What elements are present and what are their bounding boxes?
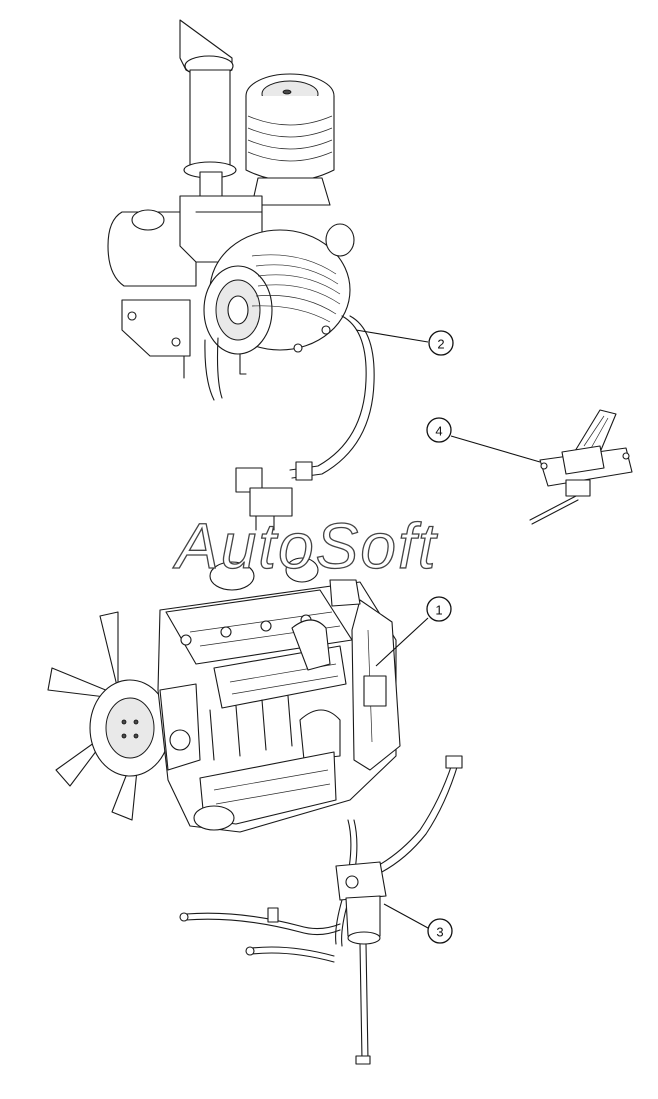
callout-2: 2 bbox=[355, 329, 454, 356]
autosoft-watermark: AutoSoft bbox=[172, 510, 438, 582]
fuel-filter-assembly bbox=[179, 755, 463, 1065]
callout-4: 4 bbox=[426, 417, 541, 463]
callout-4-label: 4 bbox=[435, 424, 442, 439]
callout-3-label: 3 bbox=[436, 925, 443, 940]
engine-assembly bbox=[47, 557, 401, 833]
callout-1-label: 1 bbox=[435, 603, 442, 618]
callout-1: 1 bbox=[375, 596, 452, 667]
accelerator-pedal-assembly bbox=[529, 409, 633, 525]
intake-hose bbox=[235, 315, 375, 531]
callout-2-label: 2 bbox=[437, 337, 444, 352]
callout-3: 3 bbox=[383, 903, 453, 944]
air-intake-assembly bbox=[107, 19, 355, 401]
